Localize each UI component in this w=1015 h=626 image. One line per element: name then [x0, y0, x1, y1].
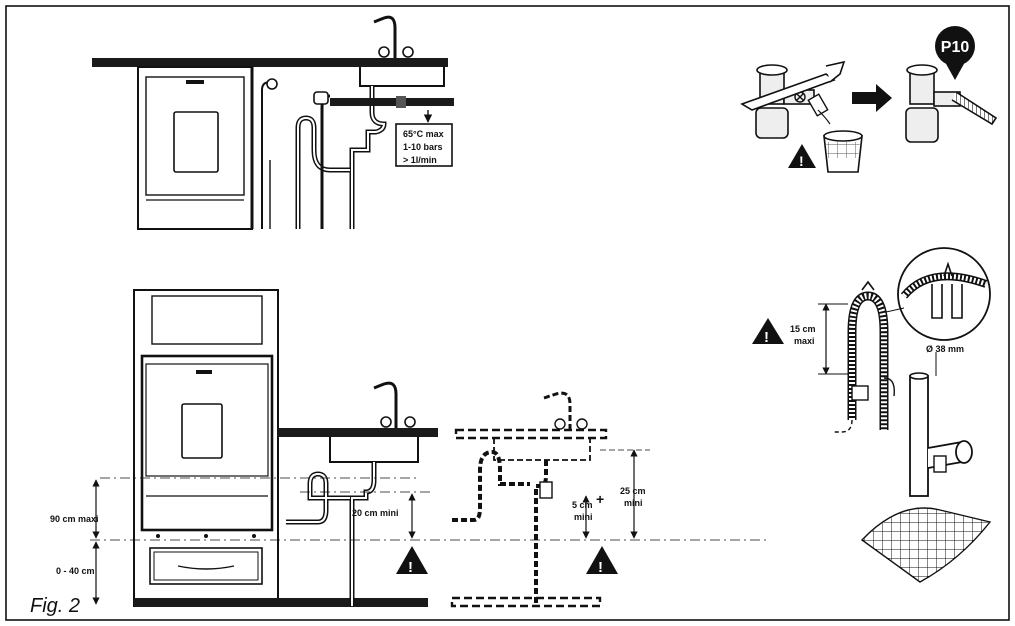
mid-min-value: 5 cm: [572, 500, 593, 510]
zoom-circle: [897, 247, 991, 341]
p10-label: P10: [941, 39, 970, 56]
pipe-diameter-label: Ø 38 mm: [926, 344, 964, 354]
svg-text:+: +: [596, 491, 604, 507]
floor-grid: [860, 507, 992, 583]
countertop: [92, 58, 448, 67]
tap-icon: [373, 381, 416, 428]
water-spec-box: [395, 123, 453, 167]
warning-icon: !: [788, 144, 816, 169]
spec-pressure: 1-10 bars: [403, 142, 443, 152]
dishwasher: [137, 66, 253, 230]
p10-badge: P10: [935, 26, 975, 80]
svg-text:!: !: [799, 153, 804, 169]
svg-text:!: !: [764, 329, 769, 346]
dashed-alternative: 5 cm mini + 25 cm mini !: [450, 391, 650, 608]
top-installation: 65°C max 1-10 bars > 1l/min: [92, 15, 454, 230]
arrow-right-icon: [852, 84, 892, 112]
standpipe: [909, 375, 929, 497]
bucket-icon: [823, 130, 863, 173]
hose-height-unit: maxi: [794, 336, 815, 346]
hose-detail: ! 15 cm maxi Ø 38 mm: [752, 247, 992, 583]
tall-cabinet: [133, 289, 279, 607]
right-min-value: 25 cm: [620, 486, 646, 496]
figure-caption: Fig. 2: [30, 595, 80, 617]
hose-height-value: 15 cm: [790, 324, 816, 334]
siphon-detail: ! P10: [740, 26, 998, 173]
height-max-label: 90 cm maxi: [50, 514, 99, 524]
figure-border: [5, 5, 1010, 621]
right-min-unit: mini: [624, 498, 643, 508]
bottom-installation: 90 cm maxi 0 - 40 cm 20 cm mini ! Fig. 2: [30, 289, 770, 617]
sink-basin: [359, 67, 445, 87]
min-drain-label: 20 cm mini: [352, 508, 399, 518]
svg-text:!: !: [598, 559, 603, 576]
tap-icon: [373, 15, 414, 58]
plinth-range-label: 0 - 40 cm: [56, 566, 95, 576]
spec-flow: > 1l/min: [403, 155, 437, 165]
warning-icon: !: [752, 318, 784, 346]
spec-temp: 65°C max: [403, 129, 444, 139]
svg-text:!: !: [408, 559, 413, 576]
warning-icon: !: [586, 546, 618, 576]
countertop-bottom: [278, 428, 438, 437]
warning-icon: !: [396, 546, 428, 576]
mid-min-unit: mini: [574, 512, 593, 522]
